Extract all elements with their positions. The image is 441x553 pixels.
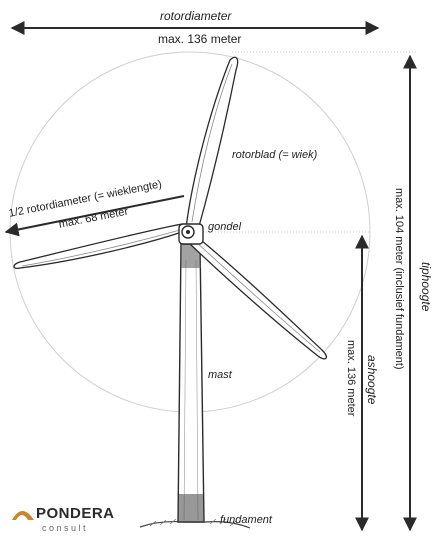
rotorblad-label: rotorblad (= wiek)	[232, 149, 318, 161]
rotordiameter-label: rotordiameter	[160, 9, 232, 23]
gondel-label: gondel	[208, 221, 242, 233]
tiphoogte-label: tiphoogte	[419, 262, 433, 312]
mast-label: mast	[208, 369, 232, 381]
fundament-label: fundament	[220, 514, 272, 526]
rotordiameter-max-label: max. 136 meter	[158, 32, 242, 46]
blade-left	[13, 223, 183, 270]
half-rotordiameter-arrow	[4, 195, 185, 237]
tiphoogte-max-label: max. 104 meter (inclusief fundament)	[393, 188, 405, 370]
pondera-logo: PONDERA consult	[8, 503, 128, 537]
rotor-blades	[13, 56, 327, 360]
ashoogte-label: ashoogte	[365, 355, 379, 405]
ashoogte-max-label: max. 136 meter	[345, 340, 357, 417]
logo-name: PONDERA	[36, 505, 115, 522]
gondel-hub	[178, 223, 204, 245]
pondera-logo-emblem	[12, 511, 34, 520]
blade-upper	[185, 56, 239, 231]
mast-tower	[177, 243, 205, 523]
logo-sub: consult	[42, 523, 89, 533]
ground-hatch	[149, 518, 237, 527]
